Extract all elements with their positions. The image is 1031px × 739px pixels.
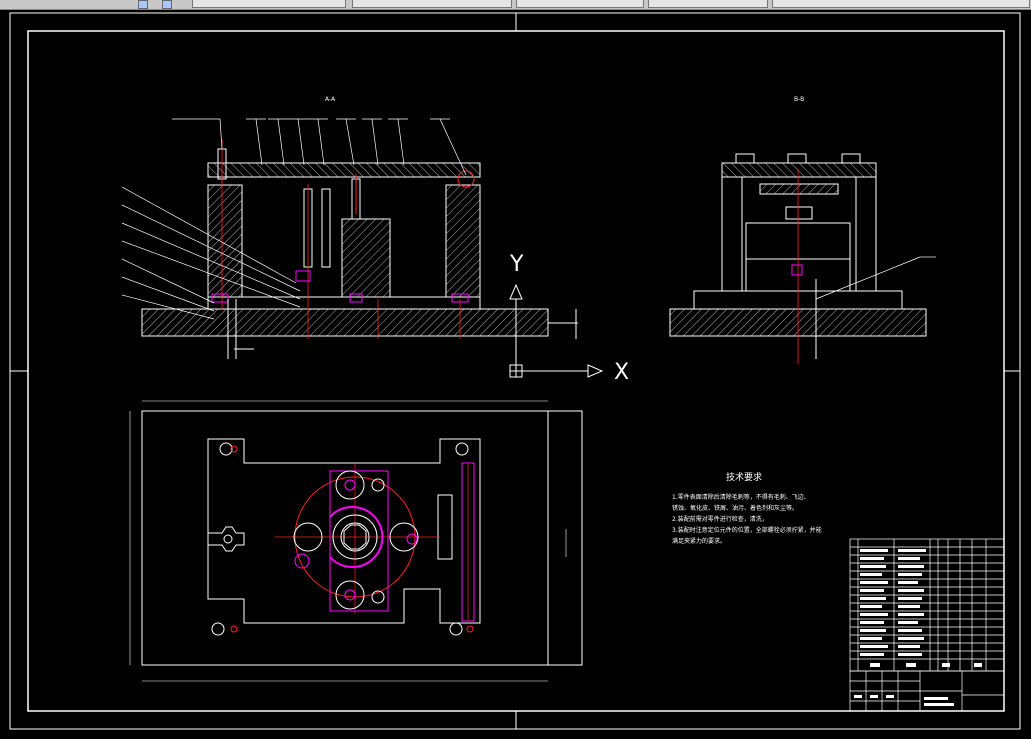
right-knob [457, 170, 475, 188]
top-base-side [547, 410, 583, 666]
tech-req-line-3: 2.装配前需对零件进行检查，清洗， [672, 515, 768, 523]
top-center-hub [340, 522, 370, 552]
top-clamp-1-pin [344, 479, 356, 491]
axis-y-label: Y [509, 252, 524, 277]
side-clamp-nut [785, 206, 813, 220]
top-clamp-4 [389, 522, 419, 552]
top-clamp-3 [293, 522, 323, 552]
front-view-section: A-A [121, 96, 578, 359]
front-center-block [341, 218, 391, 298]
app-icon-2[interactable] [162, 0, 172, 9]
taskbar-button-2[interactable] [352, 0, 512, 8]
top-bolt-tl [219, 442, 233, 456]
top-clamp-2 [335, 580, 365, 610]
top-clamp-3-pin [294, 553, 310, 569]
cad-drawing: A-A [9, 12, 1021, 730]
center-pad-magenta [349, 293, 363, 303]
top-clamp-4-pin [406, 533, 418, 545]
top-view [129, 400, 583, 682]
side-view-section: B-B [669, 96, 936, 364]
side-right-column [855, 176, 877, 292]
tech-req-line-5: 满足夹紧力的要求。 [672, 537, 726, 545]
parts-list-fills [860, 549, 982, 667]
top-clamp-1-hole [371, 478, 385, 492]
taskbar-button-4[interactable] [648, 0, 768, 8]
side-leader [815, 256, 921, 300]
top-c-washer [329, 506, 384, 568]
front-right-column [445, 184, 481, 298]
ucs-icon: Y X [509, 252, 629, 385]
side-cap-2 [787, 153, 807, 164]
side-magenta-box [791, 264, 803, 276]
axis-x-label: X [614, 360, 629, 385]
top-magenta-frame [329, 470, 389, 612]
top-clamp-2-pin [344, 589, 356, 601]
section-b-label: B-B [794, 96, 804, 103]
side-left-column [721, 176, 743, 292]
tech-req-title: 技术要求 [726, 471, 762, 483]
leader-lines-top [246, 118, 467, 176]
top-bolt-tr [455, 442, 469, 456]
top-side-slot [437, 494, 453, 560]
parts-list [849, 538, 1005, 672]
title-block-fills [854, 695, 954, 706]
top-center-ring [332, 514, 378, 560]
top-bolt-bl [211, 622, 225, 636]
top-bolt-br-inner [466, 625, 474, 633]
tech-req-line-1: 1.零件表面清除后清除毛刺等，不得有毛刺、飞边、 [672, 493, 810, 501]
leader-lines-left [121, 118, 301, 320]
title-block [849, 670, 1005, 712]
taskbar-button-3[interactable] [516, 0, 644, 8]
top-center-nut [343, 524, 367, 550]
side-top-plate [721, 162, 877, 178]
side-clamp-bar [759, 183, 839, 195]
top-bolt-tl-inner [230, 445, 238, 453]
section-a-label: A-A [325, 96, 336, 103]
pin-magenta-box [295, 270, 311, 282]
taskbar [0, 0, 1031, 10]
top-body-outline [207, 438, 481, 624]
side-cap-1 [735, 153, 755, 164]
tech-req-line-2: 锈蚀、氧化皮、铁屑、油污、着色剂和灰尘等。 [672, 504, 798, 512]
guide-pin-2 [321, 188, 331, 268]
front-base-plate [141, 308, 549, 337]
front-support-pads [207, 296, 481, 310]
top-clamp-2-hole [371, 590, 385, 604]
left-pad-magenta [211, 293, 229, 303]
app-icon[interactable] [138, 0, 148, 9]
top-base-outline [141, 410, 549, 666]
side-cap-3 [841, 153, 861, 164]
cad-drawing-canvas[interactable]: A-A [0, 9, 1031, 735]
tech-req-line-4: 3.装配时注意定位元件的位置，全部螺栓必须拧紧，并能 [672, 526, 822, 534]
taskbar-button-1[interactable] [192, 0, 346, 8]
top-left-locator-hole [223, 534, 233, 544]
front-left-column [207, 184, 243, 298]
top-clamp-1 [335, 470, 365, 500]
tech-requirements: 技术要求 1.零件表面清除后清除毛刺等，不得有毛刺、飞边、 锈蚀、氧化皮、铁屑、… [672, 471, 822, 545]
top-bolt-br [449, 622, 463, 636]
top-bolt-bl-inner [230, 625, 238, 633]
front-top-plate [207, 162, 481, 178]
top-left-locator [208, 526, 245, 552]
taskbar-button-5[interactable] [772, 0, 1030, 8]
